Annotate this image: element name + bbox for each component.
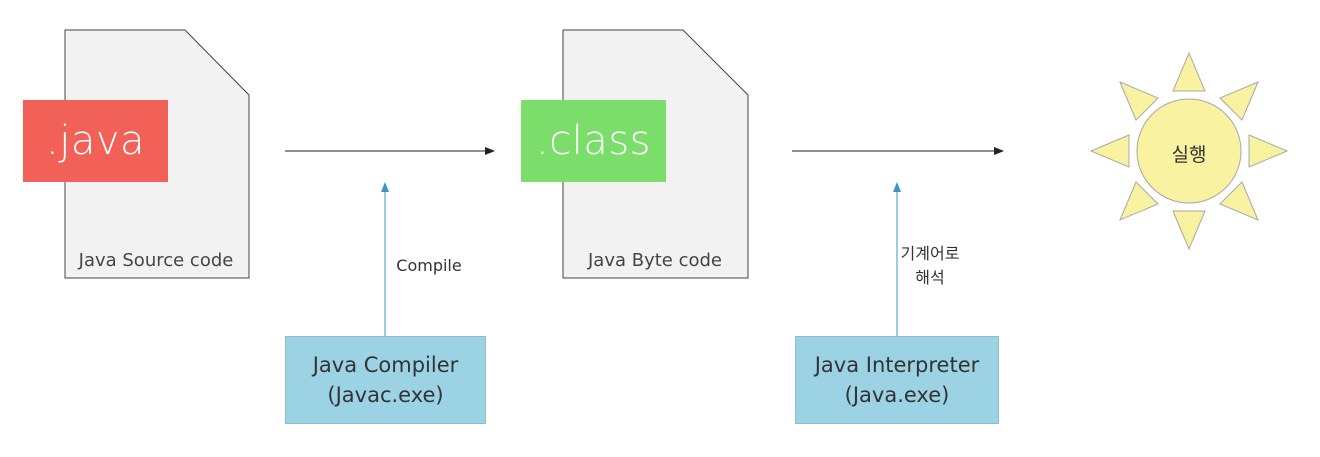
class-extension-label: .class — [535, 118, 651, 164]
interpreter-exe: (Java.exe) — [844, 383, 950, 407]
sun-icon — [1089, 51, 1289, 251]
interpret-label: 기계어로 해석 — [885, 242, 975, 290]
execution-label: 실행 — [1171, 144, 1207, 166]
compiler-exe: (Javac.exe) — [327, 383, 444, 407]
java-interpreter-box: Java Interpreter (Java.exe) — [795, 336, 999, 424]
sun-ray-bottom — [1172, 210, 1206, 251]
compiler-name: Java Compiler — [312, 353, 459, 377]
java-extension-label: .java — [45, 118, 146, 164]
class-extension-badge: .class — [521, 100, 666, 182]
sun-ray-left — [1089, 134, 1130, 168]
bytecode-caption: Java Byte code — [587, 250, 722, 271]
source-code-caption: Java Source code — [78, 250, 234, 271]
interpret-label-line1: 기계어로 — [900, 244, 960, 263]
sun-ray-bottom-left — [1119, 181, 1159, 221]
sun-ray-top — [1172, 51, 1206, 92]
sun-ray-right — [1248, 134, 1289, 168]
compile-label: Compile — [396, 256, 462, 275]
sun-ray-top-left — [1119, 81, 1159, 121]
sun-ray-bottom-right — [1219, 181, 1259, 221]
java-extension-badge: .java — [23, 100, 168, 182]
java-compiler-box: Java Compiler (Javac.exe) — [285, 336, 486, 424]
sun-ray-top-right — [1219, 81, 1259, 121]
interpret-label-line2: 해석 — [915, 268, 945, 287]
interpreter-name: Java Interpreter — [814, 353, 980, 377]
sun-core — [1136, 98, 1242, 204]
